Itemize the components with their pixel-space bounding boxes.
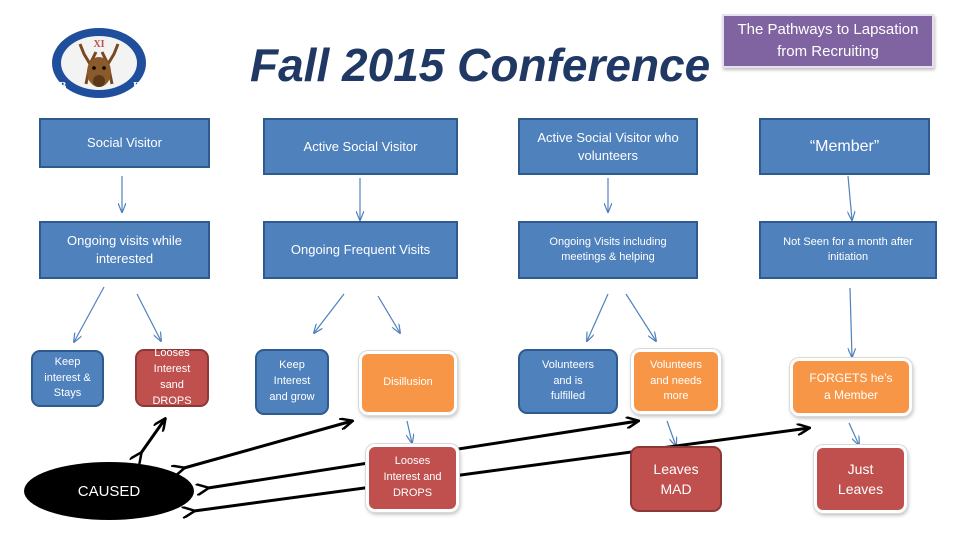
svg-text:B: B <box>59 80 67 92</box>
outcome-forgets-member: FORGETS he’s a Member <box>790 358 912 416</box>
activity-frequent-visits: Ongoing Frequent Visits <box>263 221 458 279</box>
arrow-fulfilled <box>587 293 609 341</box>
outcome-disillusion: Disillusion <box>359 351 457 415</box>
page-title: Fall 2015 Conference <box>250 39 711 91</box>
activity-not-seen: Not Seen for a month after initiation <box>759 221 937 279</box>
arrow-needs-more <box>625 293 656 341</box>
header-social-visitor: Social Visitor <box>39 118 210 168</box>
svg-text:XI: XI <box>93 39 104 50</box>
arrow-leaves-mad <box>666 420 676 446</box>
header-active-social-visitor: Active Social Visitor <box>263 118 458 175</box>
outcome-volunteers-fulfilled: Volunteers and is fulfilled <box>518 349 618 414</box>
final-looses-interest-drops: Looses Interest and DROPS <box>366 444 459 512</box>
activity-ongoing-visits: Ongoing visits while interested <box>39 221 210 279</box>
svg-text:E: E <box>133 80 140 92</box>
final-just-leaves: Just Leaves <box>814 445 907 513</box>
arrow-looses-interest <box>136 293 161 341</box>
elk-logo: XI B E <box>50 26 148 100</box>
arrow-disillusion <box>377 295 400 333</box>
caused-link-disillusion <box>184 421 352 468</box>
caused-link-looses <box>141 419 165 453</box>
caused-link-forgets <box>194 428 809 511</box>
arrow-keep-interest <box>74 286 105 342</box>
pathways-label: The Pathways to Lapsation from Recruitin… <box>722 14 934 68</box>
arrow-forgets <box>850 287 852 357</box>
outcome-keep-interest-stays: Keep interest & Stays <box>31 350 104 407</box>
arrow-drops <box>407 420 412 443</box>
arrow-just-leaves <box>848 422 859 445</box>
outcome-looses-interest-drops: Looses Interest sand DROPS <box>135 347 209 407</box>
arrow-keep-grow <box>314 293 345 333</box>
header-member: “Member” <box>759 118 930 175</box>
header-volunteer-visitor: Active Social Visitor who volunteers <box>518 118 698 175</box>
outcome-keep-interest-grow: Keep Interest and grow <box>255 349 329 415</box>
final-leaves-mad: Leaves MAD <box>630 446 722 512</box>
activity-meetings-helping: Ongoing Visits including meetings & help… <box>518 221 698 279</box>
outcome-volunteers-needs-more: Volunteers and needs more <box>631 349 721 414</box>
caused-ellipse: CAUSED <box>24 462 194 520</box>
arrow-member <box>848 175 852 220</box>
